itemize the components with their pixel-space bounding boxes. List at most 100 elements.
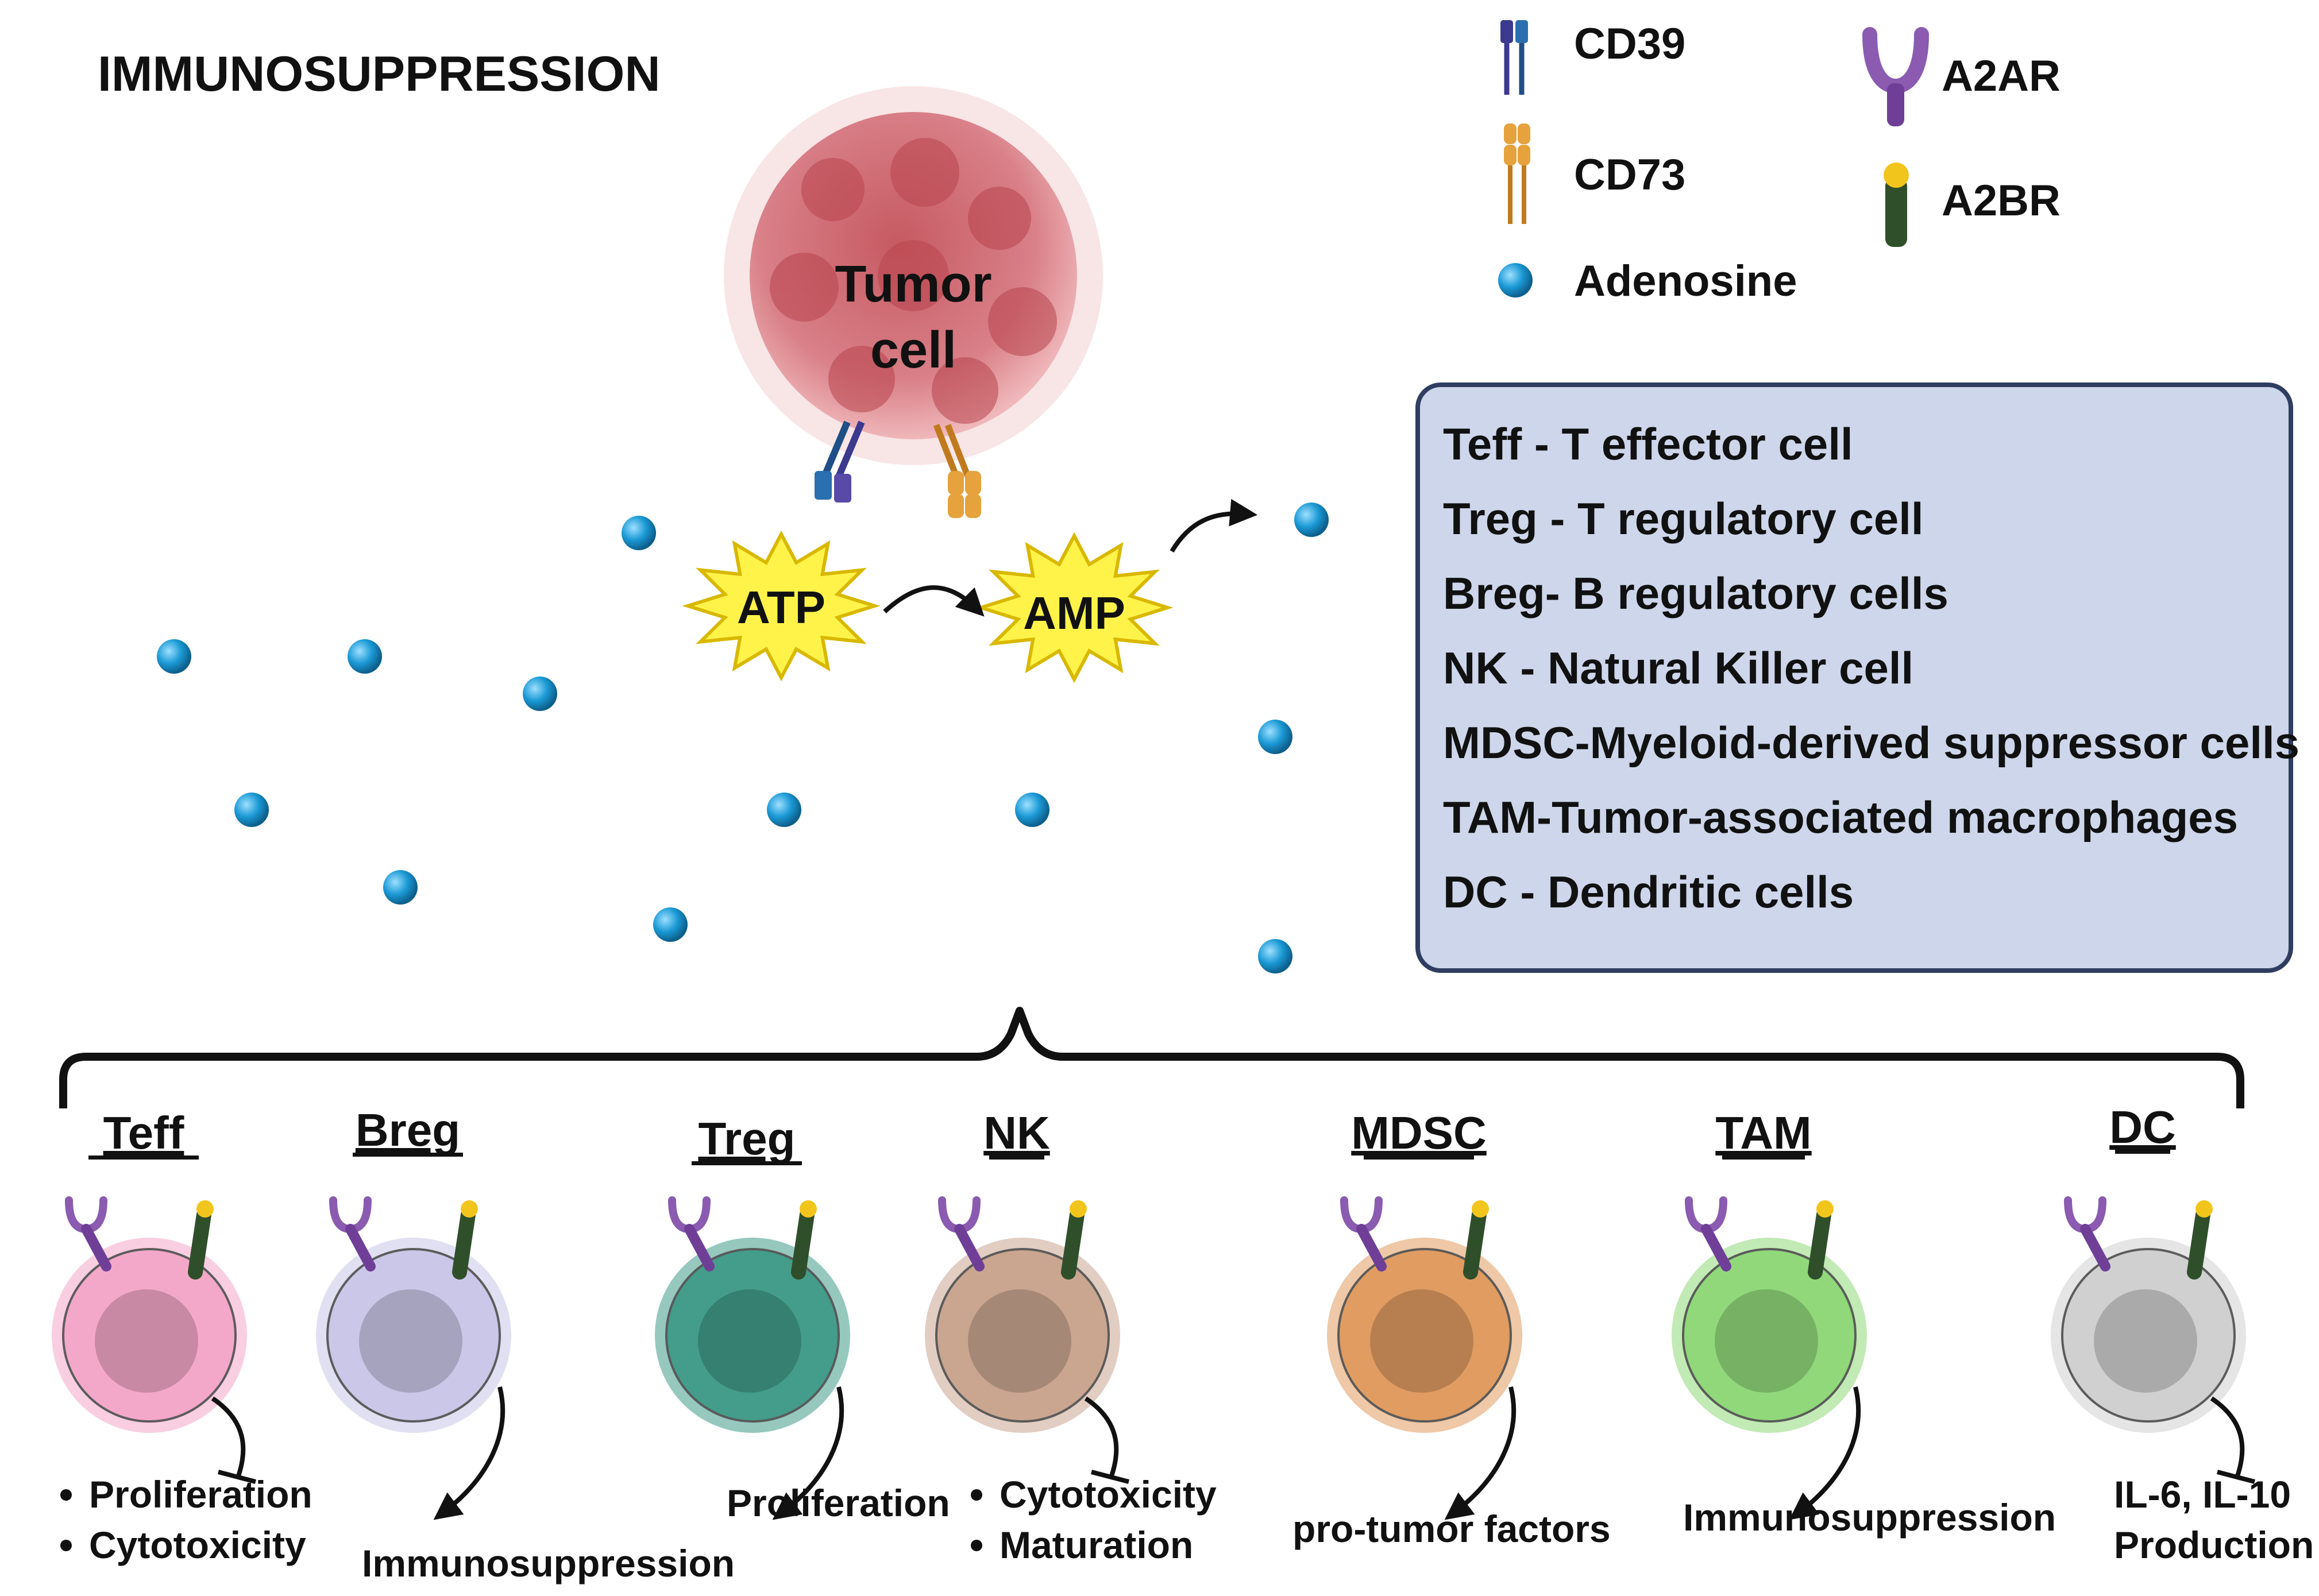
cell-nucleus bbox=[698, 1289, 801, 1393]
a2ar-receptor-icon bbox=[1685, 1196, 1731, 1272]
tumor-label-line1: Tumor bbox=[835, 256, 991, 313]
inhibition-arrow bbox=[211, 1396, 246, 1477]
adenosine-dot bbox=[348, 639, 382, 674]
promotion-arrow bbox=[1789, 1386, 1861, 1520]
a2ar-receptor-icon bbox=[329, 1196, 376, 1272]
cell-name: Breg bbox=[356, 1104, 460, 1156]
a2ar-receptor-icon bbox=[2064, 1196, 2110, 1272]
cell-name-underline bbox=[2115, 1150, 2170, 1154]
promotion-arrow bbox=[1444, 1386, 1517, 1520]
cell-effect: IL-6, IL-10 bbox=[2114, 1473, 2291, 1516]
cell-name: Treg bbox=[699, 1113, 796, 1164]
cell-name-underline bbox=[88, 1156, 199, 1160]
abbreviation-item: TAM-Tumor-associated macrophages bbox=[1443, 792, 2238, 843]
legend-a2ar-label: A2AR bbox=[1942, 52, 2061, 101]
abbreviation-item: Treg - T regulatory cell bbox=[1443, 493, 1924, 544]
promotion-arrow bbox=[433, 1386, 506, 1520]
legend-cd39-icon bbox=[1500, 20, 1528, 95]
abbreviation-item: Teff - T effector cell bbox=[1443, 419, 1853, 469]
legend-a2ar-icon bbox=[1862, 27, 1929, 126]
adenosine-dot bbox=[157, 639, 191, 674]
cell-effect: Cytotoxicity bbox=[1000, 1473, 1217, 1516]
cell-nucleus bbox=[2094, 1289, 2197, 1393]
cell-effect: Immunosuppression bbox=[362, 1542, 735, 1585]
cell-name-underline bbox=[692, 1161, 802, 1165]
atp-label: ATP bbox=[737, 582, 825, 633]
cell-name: NK bbox=[983, 1107, 1050, 1158]
cell-nucleus bbox=[968, 1289, 1071, 1393]
adenosine-dot bbox=[1258, 720, 1292, 754]
inhibition-bar bbox=[2216, 1470, 2256, 1484]
page-title: IMMUNOSUPPRESSION bbox=[98, 47, 661, 102]
cell-body bbox=[1337, 1248, 1512, 1423]
a2br-receptor-icon bbox=[2187, 1200, 2213, 1280]
tumor-cd39-icon bbox=[815, 420, 865, 503]
cell-effect: pro-tumor factors bbox=[1292, 1508, 1611, 1550]
abbreviation-item: MDSC-Myeloid-derived suppressor cells bbox=[1443, 717, 2299, 768]
immune-cells-row: TeffProliferationCytotoxicityBregImmunos… bbox=[52, 1102, 2314, 1585]
effect-bullet bbox=[971, 1489, 982, 1501]
cell-name: Teff bbox=[103, 1107, 184, 1158]
amp-label: AMP bbox=[1023, 588, 1125, 639]
cell-nucleus bbox=[95, 1289, 198, 1393]
legend-a2br-icon bbox=[1884, 163, 1909, 247]
cell-name: DC bbox=[2109, 1102, 2176, 1153]
legend-cd73-label: CD73 bbox=[1574, 150, 1685, 199]
effect-bullet bbox=[60, 1540, 72, 1551]
adenosine-dot bbox=[1258, 939, 1292, 973]
a2br-receptor-icon bbox=[188, 1200, 214, 1280]
abbreviation-item: Breg- B regulatory cells bbox=[1443, 568, 1948, 619]
legend-a2br-label: A2BR bbox=[1942, 176, 2061, 225]
cell-body bbox=[62, 1248, 237, 1423]
a2br-receptor-icon bbox=[1808, 1200, 1834, 1280]
abbreviation-item: DC - Dendritic cells bbox=[1443, 867, 1854, 917]
cell-body bbox=[1682, 1248, 1857, 1423]
adenosine-dot bbox=[767, 793, 801, 827]
a2br-receptor-icon bbox=[1463, 1200, 1489, 1280]
adenosine-dot bbox=[622, 516, 656, 550]
a2br-receptor-icon bbox=[452, 1200, 478, 1280]
effect-bullet bbox=[60, 1489, 72, 1501]
legend-adenosine-icon bbox=[1498, 263, 1533, 297]
adenosine-dot bbox=[523, 677, 557, 711]
adenosine-dot bbox=[653, 907, 688, 942]
adenosine-dot bbox=[383, 870, 418, 905]
inhibition-arrow bbox=[1084, 1396, 1119, 1477]
adenosine-molecules bbox=[157, 503, 1329, 973]
a2ar-receptor-icon bbox=[1340, 1196, 1387, 1272]
cell-body bbox=[2061, 1248, 2236, 1423]
a2br-receptor-icon bbox=[1061, 1200, 1087, 1280]
abbreviation-item: NK - Natural Killer cell bbox=[1443, 643, 1913, 693]
cell-name: MDSC bbox=[1351, 1107, 1487, 1158]
atp-to-amp-arrow bbox=[883, 585, 985, 617]
cell-name-underline bbox=[1722, 1156, 1805, 1160]
cell-effect: Production bbox=[2114, 1524, 2314, 1566]
cell-nucleus bbox=[359, 1289, 462, 1393]
a2ar-receptor-icon bbox=[668, 1196, 715, 1272]
cell-nucleus bbox=[1715, 1289, 1818, 1393]
cell-name: TAM bbox=[1715, 1107, 1811, 1158]
cell-name-underline bbox=[989, 1156, 1044, 1160]
tumor-label-line2: cell bbox=[870, 322, 956, 379]
amp-burst: AMP bbox=[975, 532, 1174, 683]
legend-adenosine-label: Adenosine bbox=[1574, 257, 1797, 306]
cell-effect: Maturation bbox=[1000, 1524, 1193, 1566]
cell-name-underline bbox=[1364, 1156, 1474, 1160]
legend-cd73-icon bbox=[1504, 123, 1530, 224]
cell-effect: Proliferation bbox=[727, 1482, 950, 1524]
amp-to-adenosine-arrow bbox=[1170, 498, 1258, 553]
tumor-cd73-icon bbox=[933, 424, 981, 518]
inhibition-bar bbox=[217, 1470, 257, 1484]
immune-cells-brace bbox=[59, 1007, 2244, 1108]
effect-bullet bbox=[971, 1540, 982, 1551]
promotion-arrow bbox=[772, 1386, 844, 1520]
immune-cell-mdsc: MDSC pro-tumor factors bbox=[1292, 1107, 1611, 1550]
legend: CD39 CD73 Adenosine A2AR A2BR bbox=[1498, 20, 2061, 306]
